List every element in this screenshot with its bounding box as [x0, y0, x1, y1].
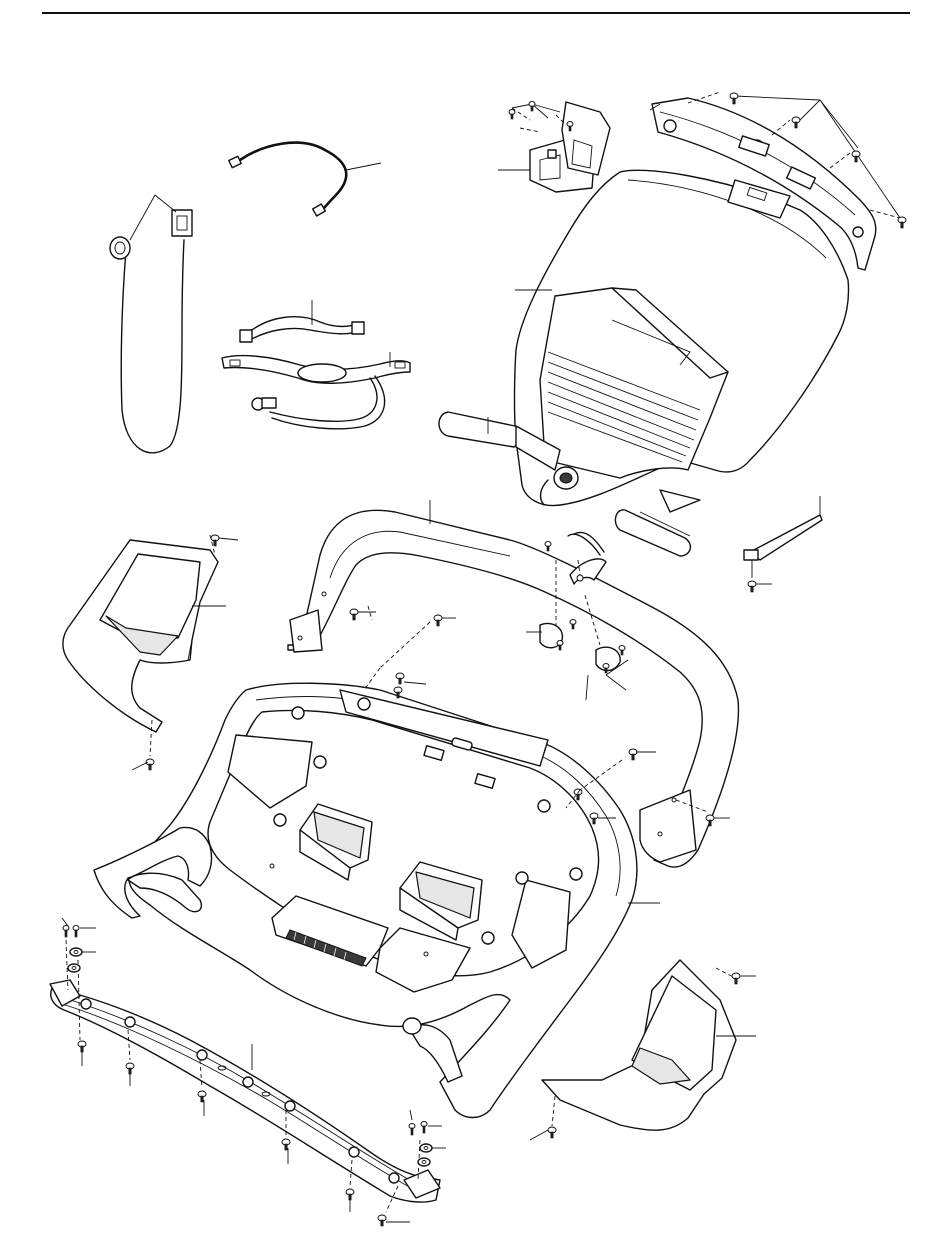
- screw: [198, 1091, 206, 1102]
- screw: [378, 1215, 386, 1226]
- washer: [68, 964, 80, 972]
- chest-pulse-strap: [222, 300, 410, 429]
- screw: [545, 542, 551, 552]
- screw: [396, 673, 404, 684]
- screw: [421, 1122, 427, 1134]
- screw: [603, 664, 609, 674]
- screw: [730, 93, 738, 104]
- console-base: [515, 170, 849, 505]
- screw: [548, 1127, 556, 1138]
- screw: [146, 759, 154, 770]
- wire-tie: [744, 496, 822, 580]
- screw: [282, 1139, 290, 1150]
- screw: [409, 1124, 415, 1136]
- screw: [434, 615, 442, 626]
- washer: [420, 1144, 432, 1152]
- screw: [732, 973, 740, 984]
- screw: [570, 620, 576, 630]
- washer: [70, 948, 82, 956]
- screw: [63, 926, 69, 938]
- screw: [629, 749, 637, 760]
- screw: [792, 117, 800, 128]
- screw: [852, 151, 860, 162]
- screw: [350, 609, 358, 620]
- clip-loop-cord: [110, 195, 192, 453]
- screw: [509, 110, 515, 120]
- screw: [748, 581, 756, 592]
- screw: [898, 217, 906, 228]
- handlebar-right: [615, 490, 700, 556]
- screw: [529, 102, 535, 112]
- screw: [73, 926, 79, 938]
- washer: [418, 1158, 430, 1166]
- console-bracket: [498, 102, 610, 192]
- left-storage-tray: [63, 535, 226, 756]
- screw: [619, 646, 625, 656]
- screw: [557, 641, 563, 651]
- console-cable: [229, 143, 381, 216]
